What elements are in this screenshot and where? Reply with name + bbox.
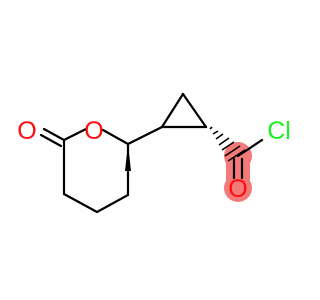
hash-line	[209, 126, 213, 130]
bond-c3-c2	[62, 192, 99, 214]
bonds	[39, 92, 264, 214]
bond-carbonyl-c-ring-o	[62, 127, 88, 142]
hash-line	[218, 137, 230, 146]
atom-label-chlorine: Cl	[267, 117, 291, 145]
highlight-group	[224, 142, 252, 202]
wedge-bond-c6	[125, 144, 131, 171]
bond-carbonyl-c-cl	[236, 138, 264, 158]
atom-label-ring-oxygen: O	[84, 117, 103, 145]
hash-bond-cyclopropyl-acyl	[206, 126, 246, 162]
bond-ring-o-c6	[101, 128, 130, 146]
hash-line	[212, 130, 219, 135]
hash-line	[224, 145, 241, 157]
hash-line	[227, 149, 246, 162]
molecule-structure: O O Cl O	[17, 92, 291, 214]
bond-lactone-carbonyl-2	[39, 133, 63, 148]
atom-label-carbonyl-oxygen: O	[17, 117, 36, 145]
highlight-acid-chloride-oxygen	[224, 174, 252, 202]
atom-labels: O O Cl O	[17, 117, 291, 203]
hash-line	[221, 141, 235, 151]
stereo-bonds	[125, 126, 246, 171]
bond-lactone-carbonyl-1	[42, 127, 66, 142]
atom-label-acid-chloride-oxygen: O	[228, 175, 247, 203]
bond-cp-top-right	[181, 92, 208, 129]
bond-cp-left-top	[160, 92, 185, 129]
bond-c4-c3	[95, 193, 130, 214]
hash-line	[215, 133, 224, 140]
bond-c6-cyclopropyl	[126, 125, 164, 146]
